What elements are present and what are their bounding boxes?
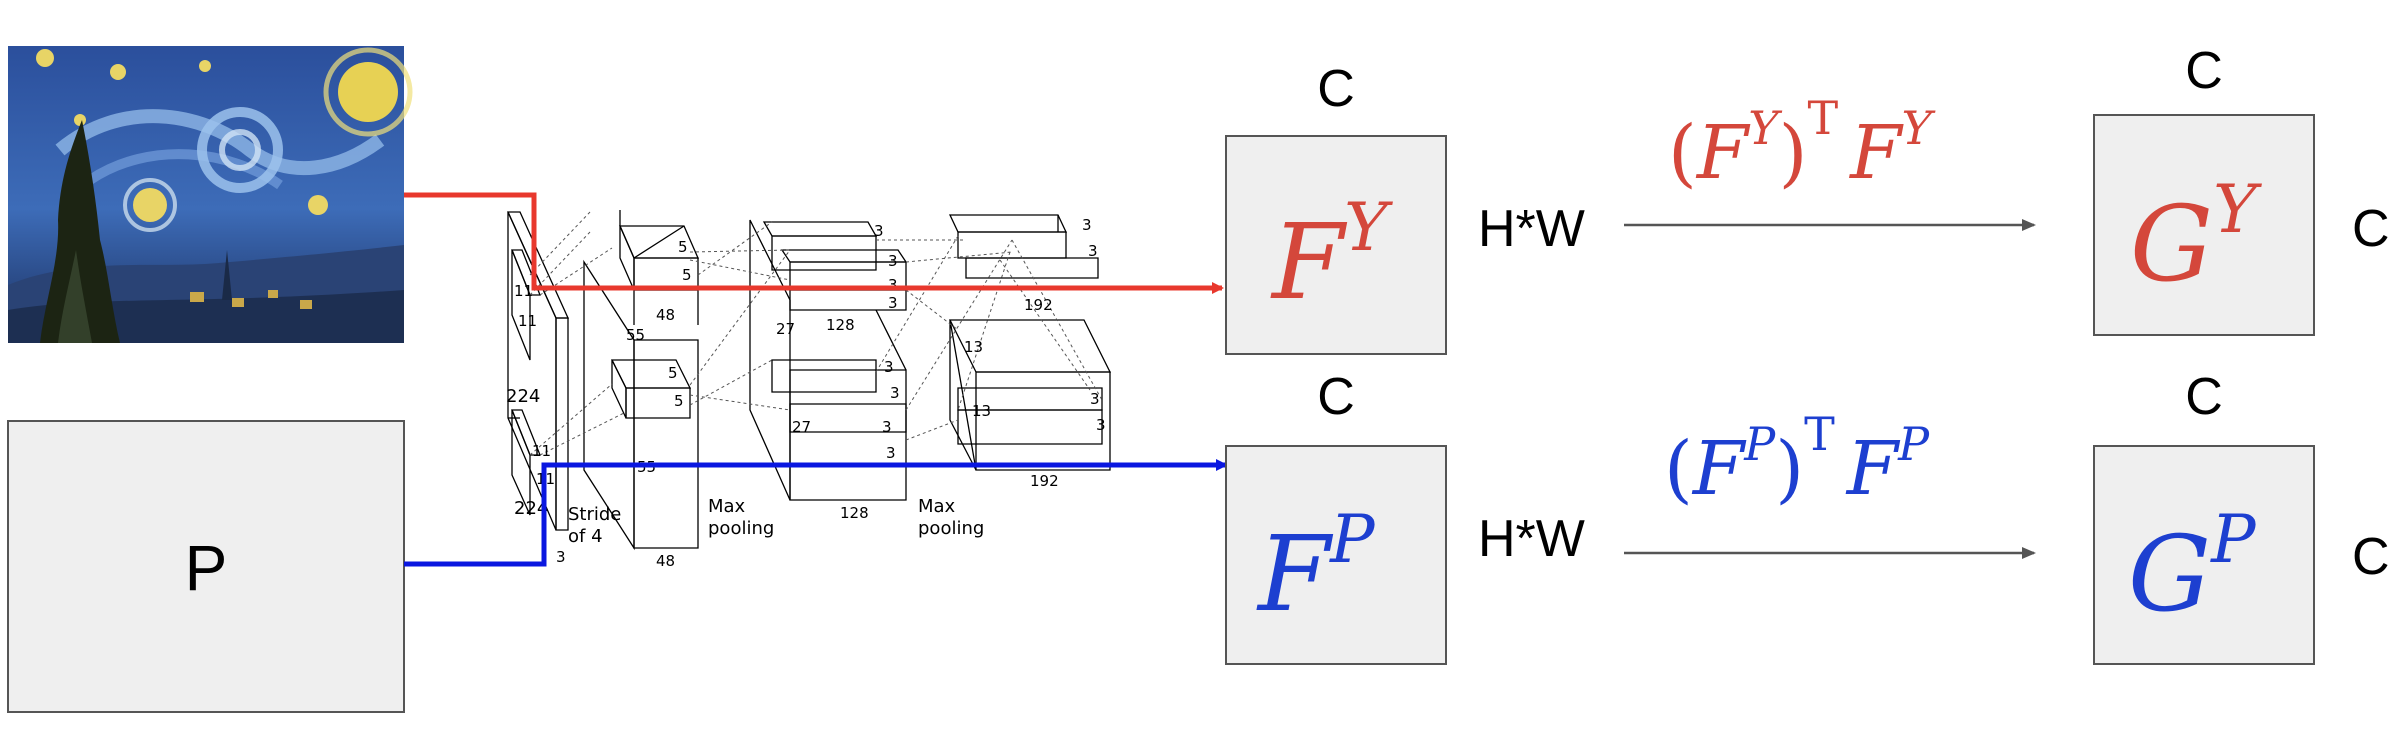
conv2b-size: 27 xyxy=(792,418,811,436)
pool2-label-a: Max xyxy=(918,496,956,517)
depth3-bottom: 192 xyxy=(1030,472,1059,490)
kernel4b-a: 3 xyxy=(1090,390,1100,408)
input-height: 224 xyxy=(506,386,540,407)
style-feature-path xyxy=(404,192,1224,294)
style-feature-channels: C xyxy=(1317,60,1355,118)
style-feature-sup: Y xyxy=(1344,189,1393,266)
photo-gram-matrix: GP xyxy=(2093,445,2315,665)
input-depth: 3 xyxy=(556,548,566,566)
photo-feature-sup: P xyxy=(1329,501,1376,578)
kernel3b-d: 3 xyxy=(886,444,896,462)
style-feature-base: F xyxy=(1270,201,1348,323)
photo-gram-base: G xyxy=(2128,513,2211,635)
kernel2b-b: 5 xyxy=(674,392,684,410)
stride-label: Stride xyxy=(568,504,621,525)
style-gram-matrix: GY xyxy=(2093,114,2315,336)
input-width: 224 xyxy=(514,498,548,519)
style-gram-sup: Y xyxy=(2213,171,2262,248)
photo-gram-sup: P xyxy=(2210,501,2257,578)
photo-gram-channels-top: C xyxy=(2185,368,2223,426)
cnn-architecture xyxy=(506,210,1112,551)
svg-text:GP: GP xyxy=(2128,501,2257,635)
depth2-top: 128 xyxy=(826,316,855,334)
kernel2-a: 5 xyxy=(678,238,688,256)
starry-night-painting xyxy=(8,46,413,343)
svg-text:FP: FP xyxy=(1256,501,1376,635)
kernel1b-top: 11 xyxy=(532,442,551,460)
style-gram-channels-right: C xyxy=(2352,200,2390,258)
photo-feature-channels: C xyxy=(1317,368,1355,426)
conv2-size: 27 xyxy=(776,320,795,338)
pool2-label-b: pooling xyxy=(918,518,984,539)
depth2-bottom: 128 xyxy=(840,504,869,522)
kernel3-c: 3 xyxy=(888,276,898,294)
kernel4-a: 3 xyxy=(1082,216,1092,234)
stride-of-label: of 4 xyxy=(568,526,603,547)
cnn-connections xyxy=(529,211,1103,456)
depth1-top: 48 xyxy=(656,306,675,324)
kernel1-side: 11 xyxy=(518,312,537,330)
style-hw-label: H*W xyxy=(1478,200,1585,258)
style-gram-base: G xyxy=(2130,183,2213,305)
svg-text:FY: FY xyxy=(1270,189,1393,323)
kernel2b-a: 5 xyxy=(668,364,678,382)
photo-feature-path xyxy=(404,459,1228,567)
kernel2-b: 5 xyxy=(682,266,692,284)
conv3-size: 13 xyxy=(964,338,983,356)
pool1-label-a: Max xyxy=(708,496,746,517)
kernel3b-a: 3 xyxy=(884,358,894,376)
kernel3-d: 3 xyxy=(888,294,898,312)
kernel3b-b: 3 xyxy=(890,384,900,402)
style-gram-channels-top: C xyxy=(2185,42,2223,100)
kernel4b-b: 3 xyxy=(1096,416,1106,434)
photo-gram-channels-right: C xyxy=(2352,528,2390,586)
depth1-bottom: 48 xyxy=(656,552,675,570)
svg-text:GY: GY xyxy=(2130,171,2262,305)
photo-content-image: P xyxy=(7,420,405,713)
photo-label: P xyxy=(185,532,228,604)
conv1-size: 55 xyxy=(626,326,645,344)
kernel3-b: 3 xyxy=(888,252,898,270)
style-feature-map: FY xyxy=(1225,135,1447,355)
photo-hw-label: H*W xyxy=(1478,510,1585,568)
kernel3-a: 3 xyxy=(874,222,884,240)
conv3b-size: 13 xyxy=(972,402,991,420)
photo-feature-base: F xyxy=(1256,513,1334,635)
kernel3b-c: 3 xyxy=(882,418,892,436)
cnn-labels: 224 224 3 11 11 11 11 Stride of 4 55 55 … xyxy=(506,216,1106,570)
depth3-top: 192 xyxy=(1024,296,1053,314)
pool1-label-b: pooling xyxy=(708,518,774,539)
photo-feature-map: FP xyxy=(1225,445,1447,665)
kernel1-top: 11 xyxy=(514,282,533,300)
kernel4-b: 3 xyxy=(1088,242,1098,260)
